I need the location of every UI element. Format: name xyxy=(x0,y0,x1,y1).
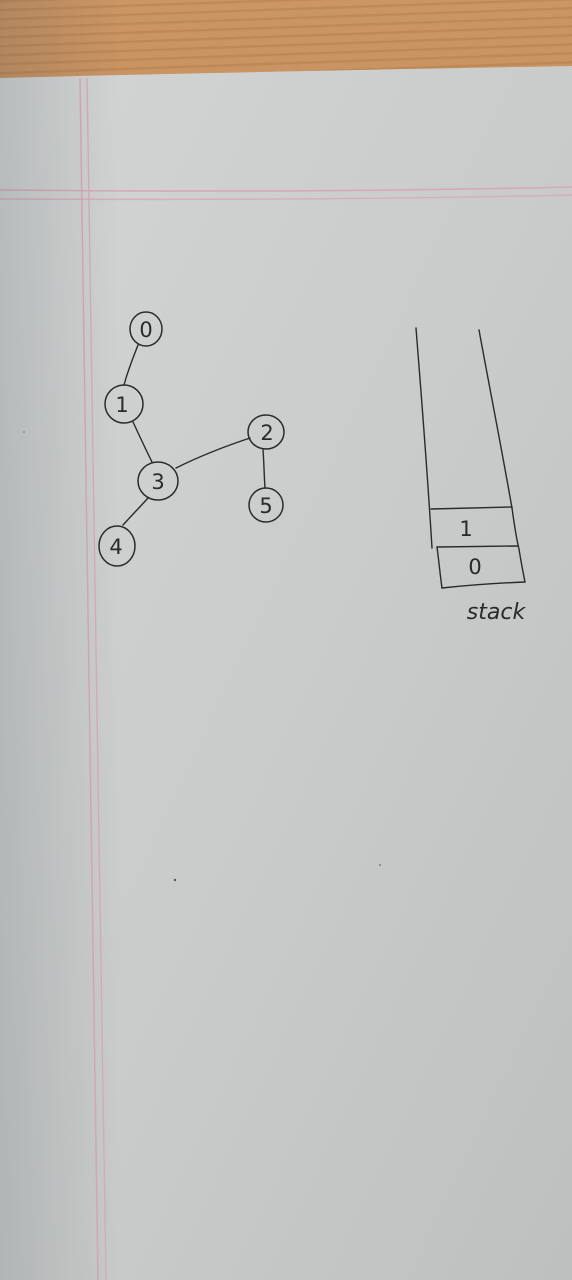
node-3-label: 3 xyxy=(151,470,164,494)
node-5: 5 xyxy=(248,487,284,523)
left-margin-line-2 xyxy=(86,77,107,1280)
node-2-label: 2 xyxy=(260,421,273,445)
node-1: 1 xyxy=(104,384,144,424)
node-2: 2 xyxy=(247,414,285,450)
edge-0-1 xyxy=(123,344,139,386)
stack-right-wall xyxy=(478,329,513,509)
paper-speck-2 xyxy=(379,864,381,866)
top-margin-line xyxy=(0,186,572,192)
stack-base xyxy=(441,581,526,589)
stack-divider-middle xyxy=(436,545,519,548)
node-0: 0 xyxy=(129,311,163,347)
node-4: 4 xyxy=(98,525,136,567)
node-0-label: 0 xyxy=(139,318,152,342)
edge-1-3 xyxy=(132,421,153,463)
node-4-label: 4 xyxy=(109,535,122,559)
left-margin-line xyxy=(79,77,99,1280)
stack-item-0: 0 xyxy=(468,555,481,579)
graph-edges xyxy=(122,344,266,526)
node-3: 3 xyxy=(137,461,179,501)
node-1-label: 1 xyxy=(115,393,128,417)
paper-speck-3 xyxy=(23,431,25,433)
stack-item-1: 1 xyxy=(459,517,472,541)
stack-left-wall xyxy=(415,327,433,549)
node-5-label: 5 xyxy=(259,494,272,518)
edge-3-4 xyxy=(122,497,149,526)
edge-3-2 xyxy=(175,437,251,469)
paper-sheet xyxy=(0,66,572,1280)
stack-container xyxy=(415,327,526,589)
stack-divider-top xyxy=(430,506,513,510)
stack-caption: stack xyxy=(467,600,527,625)
top-margin-line-2 xyxy=(0,194,572,201)
edge-2-5 xyxy=(262,449,266,489)
paper-speck xyxy=(173,878,177,882)
stack-right-lower xyxy=(511,507,526,583)
stack-left-lower xyxy=(436,546,443,589)
